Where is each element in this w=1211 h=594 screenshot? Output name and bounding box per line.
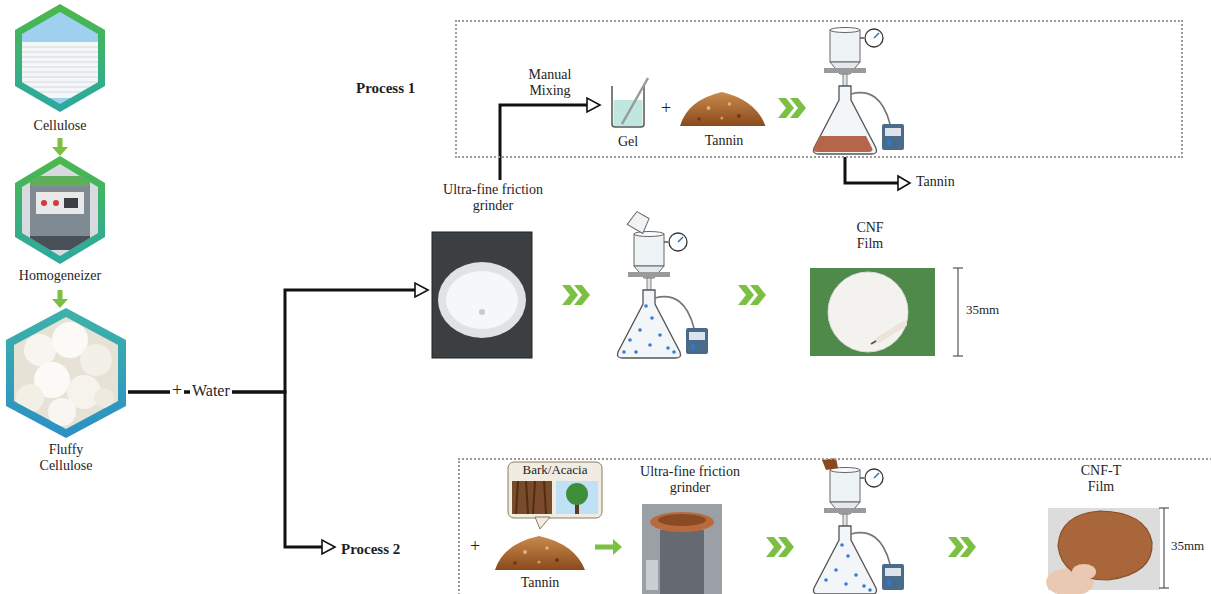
- tannin-powder: [495, 536, 585, 570]
- tannin-powder: [680, 92, 766, 126]
- chevron-arrow: [948, 537, 976, 557]
- grinder-photo: [642, 504, 722, 594]
- vacuum-filter: [618, 211, 709, 358]
- image-node: Cellulose: [15, 4, 105, 138]
- connector-line: [128, 290, 415, 392]
- connector-line: [595, 545, 613, 550]
- process-heading: Process 1: [356, 80, 451, 97]
- node-label: Bark/Acacia: [508, 463, 602, 478]
- cnf-t-film-photo: [1046, 508, 1160, 594]
- dimension-line: [1159, 508, 1169, 588]
- arrow-head: [52, 147, 68, 156]
- image-node: CNF Film: [800, 218, 940, 358]
- image-node: Homogeneizer: [10, 156, 110, 290]
- node-label: Ultra-fine friction grinder: [622, 464, 758, 496]
- node-label: CNF Film: [845, 220, 895, 252]
- chevron-arrow: [778, 98, 806, 118]
- node-label: Fluffy Cellulose: [26, 442, 106, 474]
- process-group: Process 2 Bark/AcaciaTannin Ultra-fine fri…: [335, 455, 1211, 594]
- dotted-frame: [458, 458, 1211, 594]
- image-node: Ultra-fine friction grinder: [622, 462, 758, 594]
- arrow-head: [587, 98, 600, 112]
- fluffy-cellulose-hexagon: [6, 308, 126, 438]
- node-label: Homogeneizer: [10, 268, 110, 284]
- edge-label: Manual Mixing: [518, 67, 582, 99]
- cnf-film-photo: [810, 268, 935, 356]
- node-label: Cellulose: [15, 118, 105, 134]
- image-node: Ultra-fine friction grinder: [428, 180, 558, 362]
- dotted-frame: [455, 20, 1183, 158]
- chevron-arrow: [562, 285, 590, 305]
- node-label: CNF-T Film: [1076, 463, 1126, 495]
- connector-line: [58, 290, 63, 299]
- arrow-head: [613, 539, 622, 555]
- arrow-head: [415, 283, 428, 297]
- plus-sign: +: [170, 380, 184, 401]
- flow-arrow: [128, 283, 428, 392]
- flow-arrow: [128, 392, 335, 554]
- image-node: Tannin: [676, 78, 772, 152]
- flow-chevron: [52, 138, 68, 156]
- image-node: CNF-T Film: [1040, 462, 1162, 590]
- image-node: Fluffy Cellulose: [4, 308, 128, 484]
- arrow-head: [322, 540, 335, 554]
- arrow-head: [52, 299, 68, 308]
- dimension-label: 35mm: [1169, 539, 1206, 554]
- gel-beaker: [612, 78, 648, 127]
- flow-chevron: [52, 290, 68, 308]
- dimension-line: [953, 268, 963, 356]
- input-label: Water: [190, 382, 232, 400]
- dimension-label: 35mm: [964, 303, 1001, 318]
- connector-line: [500, 105, 587, 180]
- image-node: Tannin: [485, 521, 595, 594]
- flow-arrow: [500, 98, 600, 180]
- speech-bubble: Bark/Acacia: [508, 462, 602, 520]
- node-label: Tannin: [676, 133, 772, 149]
- plus-sign: +: [468, 536, 482, 557]
- node-label: Tannin: [485, 575, 595, 591]
- chevron-arrow: [766, 537, 794, 557]
- node-label: Ultra-fine friction grinder: [428, 182, 558, 214]
- connector-line: [58, 138, 63, 147]
- vacuum-filter: [814, 28, 905, 155]
- connector-line: [128, 392, 322, 547]
- grinder-photo: [432, 232, 532, 358]
- plus-sign: +: [659, 98, 673, 119]
- bark-acacia-bubble: [508, 462, 602, 529]
- flow-chevron: [595, 539, 622, 555]
- vacuum-filter: [814, 458, 905, 594]
- homogenizer-hexagon: [15, 156, 105, 264]
- cellulose-hexagon: [15, 4, 105, 112]
- chevron-arrow: [738, 285, 766, 305]
- process-group: Process 1 Gel Tannin: [350, 18, 1185, 160]
- output-label: Tannin: [914, 174, 957, 190]
- process-heading: Process 2: [341, 541, 451, 558]
- leader-arrow: [845, 157, 910, 190]
- image-node: Gel: [600, 80, 656, 154]
- node-label: Gel: [600, 134, 656, 150]
